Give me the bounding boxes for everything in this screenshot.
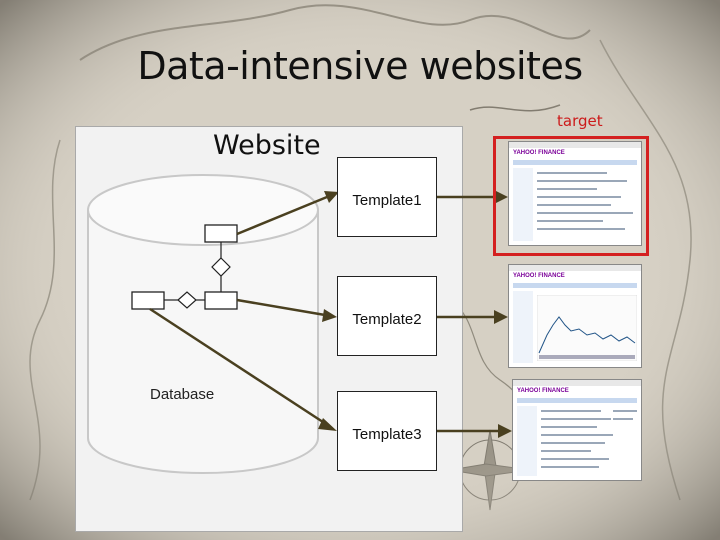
stock-chart-thumbnail: [537, 295, 637, 361]
target-label: target: [557, 112, 603, 130]
schema-entity-right: [204, 291, 238, 310]
site-logo: YAHOO! FINANCE: [513, 273, 565, 279]
database-cylinder: [87, 174, 319, 474]
template3-box: Template3: [337, 391, 437, 471]
schema-entity-top: [204, 224, 238, 243]
website-label: Website: [213, 130, 321, 161]
template1-box: Template1: [337, 157, 437, 237]
site-logo: YAHOO! FINANCE: [517, 388, 569, 394]
slide-title: Data-intensive websites: [137, 44, 583, 88]
schema-arrows: [149, 191, 339, 431]
page-screenshot-3: YAHOO! FINANCE: [512, 379, 642, 481]
site-logo: YAHOO! FINANCE: [513, 150, 565, 156]
target-highlight-frame: [493, 136, 649, 256]
template2-box: Template2: [337, 276, 437, 356]
output-arrows: [437, 190, 512, 438]
database-label: Database: [150, 386, 215, 403]
schema-entity-left: [131, 291, 165, 310]
page-screenshot-2: YAHOO! FINANCE: [508, 264, 642, 368]
page-screenshot-1: YAHOO! FINANCE: [508, 141, 642, 246]
